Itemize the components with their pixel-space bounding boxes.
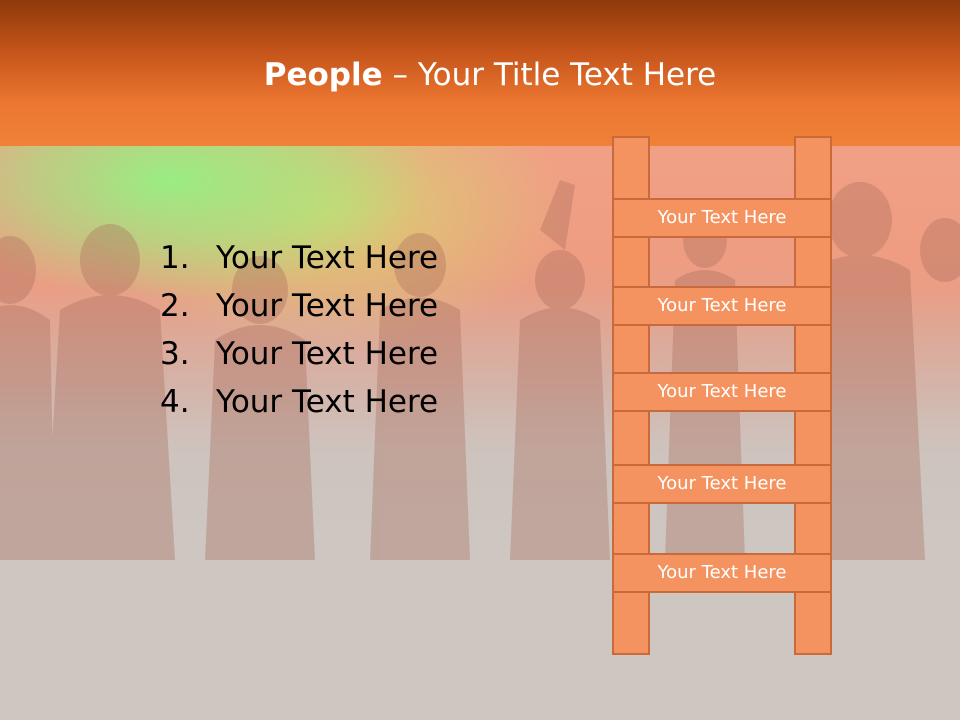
ladder-rung: Your Text Here [612,553,832,593]
title-bar [0,0,960,146]
ladder-rung: Your Text Here [612,286,832,326]
list-number: 2. [160,288,190,324]
list-number: 3. [160,336,190,372]
numbered-list: 1. Your Text Here 2. Your Text Here 3. Your… [160,234,438,426]
slide-title: People – Your Title Text Here [0,55,960,95]
title-bold: People [263,57,383,93]
list-item: 3. Your Text Here [160,330,438,378]
ladder-rung: Your Text Here [612,198,832,238]
title-text: – Your Title Text Here [382,57,717,93]
ladder-rung: Your Text Here [612,372,832,412]
list-text: Your Text Here [216,288,439,324]
list-text: Your Text Here [216,240,439,276]
list-item: 1. Your Text Here [160,234,438,282]
list-text: Your Text Here [216,384,439,420]
list-text: Your Text Here [216,336,439,372]
ladder-rung: Your Text Here [612,464,832,504]
list-item: 4. Your Text Here [160,378,438,426]
list-number: 1. [160,240,190,276]
list-item: 2. Your Text Here [160,282,438,330]
list-number: 4. [160,384,190,420]
